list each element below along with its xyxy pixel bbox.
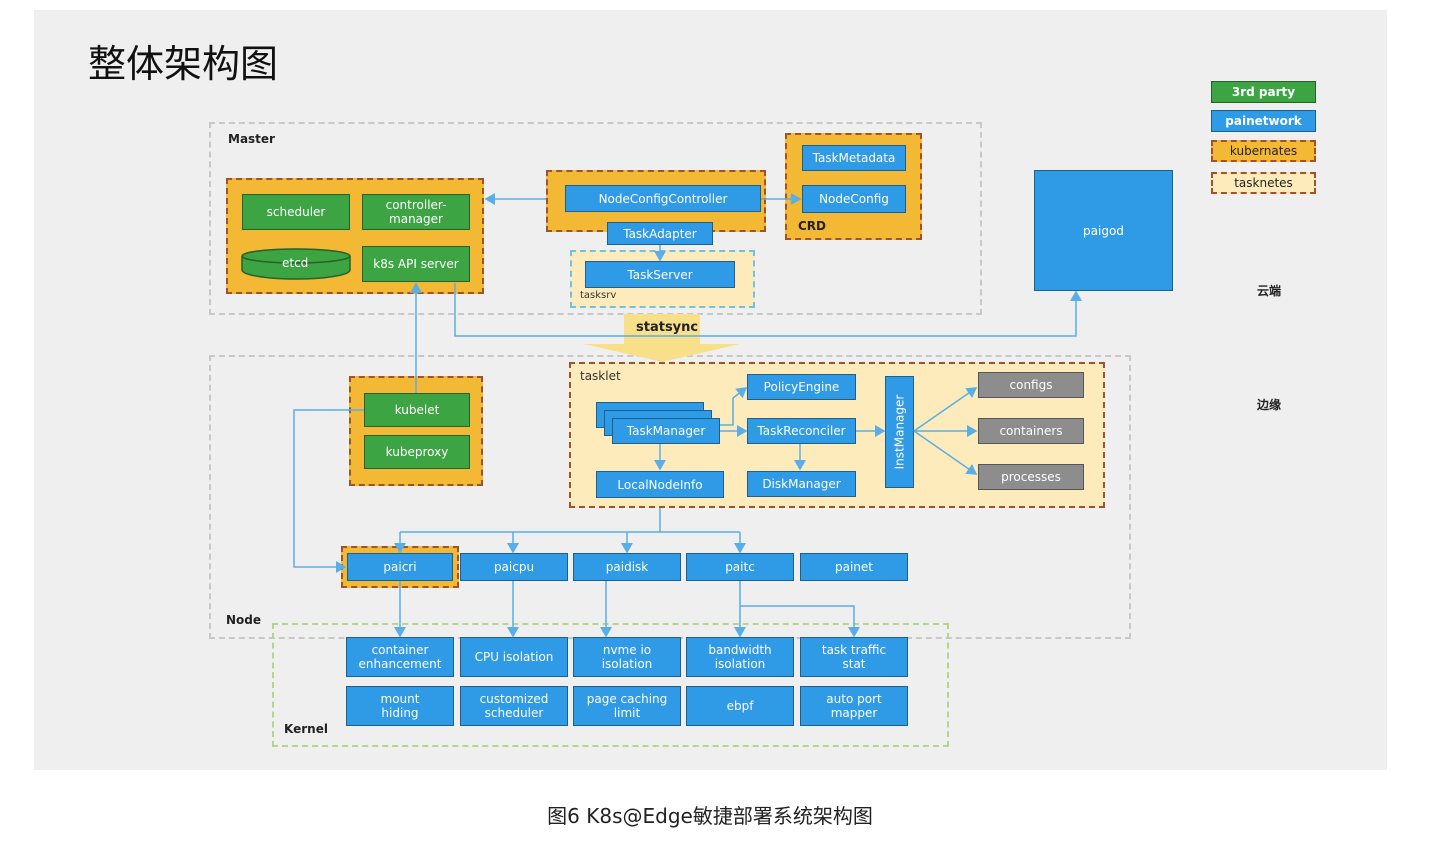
task-adapter-box[interactable]: TaskAdapter: [607, 222, 713, 245]
paigod-box[interactable]: paigod: [1034, 170, 1173, 291]
container-enhancement-box[interactable]: container enhancement: [346, 637, 454, 677]
controller-manager-label: controller- manager: [385, 198, 447, 226]
legend-third-party: 3rd party: [1211, 81, 1316, 103]
nvme-io-isolation-label: nvme io isolation: [601, 643, 653, 671]
edge-side-label: 边缘: [1257, 398, 1282, 412]
customized-scheduler-box[interactable]: customized scheduler: [460, 686, 568, 726]
ebpf-box[interactable]: ebpf: [686, 686, 794, 726]
policy-engine-box[interactable]: PolicyEngine: [747, 374, 856, 400]
statsync-label: statsync: [636, 320, 699, 335]
node-label: Node: [226, 613, 262, 627]
task-manager-box[interactable]: TaskManager: [612, 418, 720, 444]
bandwidth-isolation-box[interactable]: bandwidth isolation: [686, 637, 794, 677]
paicri-box[interactable]: paicri: [347, 553, 453, 581]
kernel-label: Kernel: [284, 722, 328, 736]
task-server-box[interactable]: TaskServer: [585, 261, 735, 288]
legend-tasknetes: tasknetes: [1211, 172, 1316, 194]
node-config-box[interactable]: NodeConfig: [802, 185, 906, 213]
master-label: Master: [228, 132, 275, 146]
disk-manager-box[interactable]: DiskManager: [747, 471, 856, 497]
legend-kubernates: kubernates: [1211, 140, 1316, 162]
customized-scheduler-label: customized scheduler: [479, 692, 549, 720]
figure-caption: 图6 K8s@Edge敏捷部署系统架构图: [547, 804, 873, 828]
configs-box[interactable]: configs: [978, 372, 1084, 398]
kubeproxy-box[interactable]: kubeproxy: [364, 435, 470, 469]
scheduler-box[interactable]: scheduler: [242, 194, 350, 230]
cloud-side-label: 云端: [1257, 284, 1282, 298]
auto-port-mapper-label: auto port mapper: [826, 692, 882, 720]
bandwidth-isolation-label: bandwidth isolation: [708, 643, 772, 671]
etcd-label: etcd: [282, 256, 309, 270]
auto-port-mapper-box[interactable]: auto port mapper: [800, 686, 908, 726]
processes-box[interactable]: processes: [978, 464, 1084, 490]
kernel-region: [272, 623, 949, 747]
tasklet-label: tasklet: [580, 369, 621, 383]
painet-box[interactable]: painet: [800, 553, 908, 581]
task-traffic-stat-label: task traffic stat: [821, 643, 887, 671]
paitc-box[interactable]: paitc: [686, 553, 794, 581]
k8s-api-server-box[interactable]: k8s API server: [362, 246, 470, 282]
inst-manager-box[interactable]: InstManager: [885, 376, 914, 488]
paidisk-box[interactable]: paidisk: [573, 553, 681, 581]
containers-box[interactable]: containers: [978, 418, 1084, 444]
paicpu-box[interactable]: paicpu: [460, 553, 568, 581]
page-caching-limit-label: page caching limit: [586, 692, 668, 720]
legend-painetwork: painetwork: [1211, 110, 1316, 132]
inst-manager-label: InstManager: [892, 394, 907, 470]
task-reconciler-box[interactable]: TaskReconciler: [747, 418, 856, 444]
local-node-info-box[interactable]: LocalNodeInfo: [596, 471, 724, 498]
node-config-controller-box[interactable]: NodeConfigController: [565, 185, 761, 212]
mount-hiding-box[interactable]: mount hiding: [346, 686, 454, 726]
cpu-isolation-box[interactable]: CPU isolation: [460, 637, 568, 677]
controller-manager-box[interactable]: controller- manager: [362, 194, 470, 230]
task-metadata-box[interactable]: TaskMetadata: [802, 145, 906, 171]
page-title: 整体架构图: [88, 42, 279, 86]
crd-label: CRD: [798, 219, 827, 233]
page-caching-limit-box[interactable]: page caching limit: [573, 686, 681, 726]
kubelet-box[interactable]: kubelet: [364, 393, 470, 427]
nvme-io-isolation-box[interactable]: nvme io isolation: [573, 637, 681, 677]
task-traffic-stat-box[interactable]: task traffic stat: [800, 637, 908, 677]
container-enhancement-label: container enhancement: [358, 643, 442, 671]
tasksrv-label: tasksrv: [580, 290, 617, 301]
mount-hiding-label: mount hiding: [380, 692, 420, 720]
